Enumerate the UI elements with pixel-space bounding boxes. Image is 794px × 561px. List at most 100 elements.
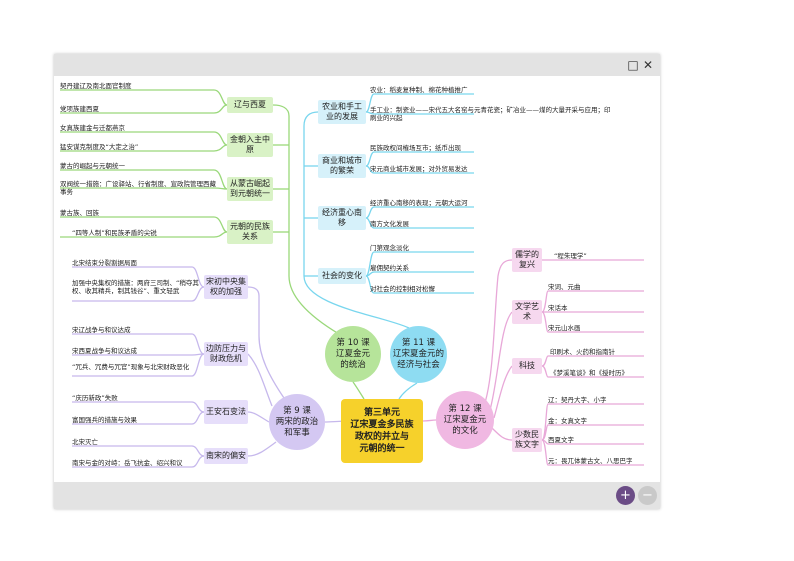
leaf-l11-2-1: 南方文化发展 <box>370 220 409 228</box>
branch-border-finance[interactable]: 边防压力与财政危机 <box>204 342 248 366</box>
link-l9-b1 <box>247 353 273 407</box>
link-l9-leaf-2-0 <box>72 401 205 413</box>
branch-jin[interactable]: 金朝入主中原 <box>227 133 273 157</box>
branch-title: 元朝的民族关系 <box>230 222 270 241</box>
branch-mongol-yuan[interactable]: 从蒙古崛起到元朝统一 <box>227 177 273 201</box>
leaf-l10-2-0: 蒙古的崛起与元朝统一 <box>60 162 125 170</box>
leaf-l9-0-1: 加强中央集权的措施：两府三司制、“稍夺其权、收其精兵，制其钱谷”、重文轻武 <box>72 279 199 295</box>
leaf-l9-2-1: 富国强兵的措施与效果 <box>72 416 137 424</box>
branch-agri-craft[interactable]: 农业和手工业的发展 <box>318 100 366 124</box>
center-topic: 第三单元 辽宋夏金多民族 政权的并立与 元朝的统一 <box>341 399 423 463</box>
link-l11-leaf-3-0 <box>365 251 474 277</box>
lesson-10-number: 第 10 课 <box>336 337 370 348</box>
leaf-l12-1-0: 宋词、元曲 <box>548 283 581 291</box>
lesson-12-title-2: 的文化 <box>452 425 478 436</box>
lesson-11-node[interactable]: 第 11 课辽宋夏金元的经济与社会 <box>390 326 447 383</box>
lesson-12-title-1: 辽宋夏金元 <box>443 414 487 425</box>
viewer-toolbar: □ ✕ <box>54 54 660 76</box>
lesson-10-title-2: 的统治 <box>340 359 366 370</box>
close-icon[interactable]: ✕ <box>642 58 654 72</box>
branch-title: 少数民族文字 <box>515 430 539 449</box>
branch-title: 文学艺术 <box>515 302 539 321</box>
branch-science-tech[interactable]: 科技 <box>512 358 542 374</box>
branch-yuan-ethnic[interactable]: 元朝的民族关系 <box>227 220 273 244</box>
branch-title: 商业和城市的繁荣 <box>322 156 362 175</box>
branch-commerce-city[interactable]: 商业和城市的繁荣 <box>318 154 366 178</box>
lesson-10-node[interactable]: 第 10 课辽夏金元的统治 <box>325 326 381 382</box>
leaf-l11-3-0: 门第观念淡化 <box>370 244 409 252</box>
branch-confucian-revival[interactable]: 儒学的复兴 <box>512 248 542 272</box>
branch-songchu[interactable]: 宋初中央集权的加强 <box>204 275 248 299</box>
branch-title: 儒学的复兴 <box>515 250 539 269</box>
link-l11-leaf-3-1 <box>365 271 474 277</box>
leaf-l11-2-0: 经济重心南移的表现；元朝大运河 <box>370 199 468 207</box>
branch-wang-anshi[interactable]: 王安石变法 <box>204 400 248 424</box>
lesson-9-node[interactable]: 第 9 课两宋的政治和军事 <box>269 394 325 450</box>
center-line-4: 元朝的统一 <box>359 444 405 454</box>
branch-title: 科技 <box>519 361 535 370</box>
lesson-10-title-1: 辽夏金元 <box>335 348 370 359</box>
lesson-11-number: 第 11 课 <box>401 338 436 348</box>
branch-social-change[interactable]: 社会的变化 <box>318 268 366 284</box>
branch-title: 宋初中央集权的加强 <box>206 277 246 296</box>
link-l12-leaf-3-3 <box>541 439 644 466</box>
leaf-l10-3-0: 蒙古族、回族 <box>60 209 99 217</box>
leaf-l11-0-1: 手工业：制瓷业——宋代五大名窑与元青花瓷；矿冶业——煤的大量开采与应用；印刷业的… <box>370 106 611 122</box>
branch-economic-south[interactable]: 经济重心南移 <box>318 206 366 230</box>
branch-title: 从蒙古崛起到元朝统一 <box>230 179 270 198</box>
leaf-l12-1-2: 宋元山水画 <box>548 324 581 332</box>
lesson-11-title-2: 经济与社会 <box>397 360 440 370</box>
branch-title: 经济重心南移 <box>322 208 362 227</box>
link-center-l12 <box>422 419 437 422</box>
branch-title: 王安石变法 <box>206 407 246 416</box>
leaf-l12-3-3: 元：畏兀体蒙古文、八思巴字 <box>548 457 633 465</box>
branch-title: 南宋的偏安 <box>206 451 246 460</box>
link-l10-b0 <box>272 104 340 335</box>
zoom-in-button[interactable]: + <box>616 486 635 505</box>
center-line-3: 政权的并立与 <box>354 432 409 442</box>
link-l12-leaf-3-1 <box>541 424 644 441</box>
leaf-l10-1-1: 猛安谋克制度及“大定之治” <box>60 143 139 151</box>
link-l11-b0 <box>303 111 410 329</box>
link-l12-b0 <box>483 259 513 407</box>
link-l12-leaf-1-0 <box>541 290 644 313</box>
link-l10-leaf-3-0 <box>60 216 228 233</box>
link-l9-b2 <box>247 411 270 423</box>
leaf-l10-2-1: 双阀统一措施：广设驿站、行省制度、宣政院管理西藏事务 <box>60 180 216 196</box>
link-l11-leaf-2-1 <box>365 217 474 229</box>
branch-minority-scripts[interactable]: 少数民族文字 <box>512 428 542 452</box>
link-l9-leaf-1-0 <box>72 333 205 355</box>
link-l10-leaf-0-0 <box>60 89 228 106</box>
lesson-9-number: 第 9 课 <box>283 405 311 416</box>
link-l11-leaf-1-0 <box>365 151 474 167</box>
restore-window-icon[interactable]: □ <box>627 58 639 72</box>
link-l9-leaf-1-2 <box>72 353 205 377</box>
branch-literature-art[interactable]: 文学艺术 <box>512 300 542 324</box>
branch-liao-xixia[interactable]: 辽与西夏 <box>227 97 273 113</box>
link-l12-b3 <box>491 427 513 441</box>
lesson-9-title-1: 两宋的政治 <box>275 416 319 427</box>
leaf-l11-3-1: 雇佣契约关系 <box>370 264 409 272</box>
branch-southern-song[interactable]: 南宋的偏安 <box>204 448 248 464</box>
link-l9-b3 <box>247 441 277 457</box>
link-l11-leaf-1-1 <box>365 165 474 174</box>
leaf-l10-1-0: 女真族建金与迁都燕京 <box>60 124 125 132</box>
viewer-bottom-bar: + − <box>54 482 660 509</box>
leaf-l10-0-1: 党项族建西夏 <box>60 105 99 113</box>
link-center-l11 <box>398 382 418 400</box>
leaf-l11-1-1: 宋元商业城市发展；对外贸易发达 <box>370 165 468 173</box>
leaf-l11-0-0: 农业：稻麦复种制、棉花种植推广 <box>370 86 468 94</box>
branch-title: 社会的变化 <box>322 271 362 280</box>
link-center-l10 <box>352 381 365 400</box>
link-l9-b0 <box>247 286 285 399</box>
lesson-12-node[interactable]: 第 12 课辽宋夏金元的文化 <box>436 391 494 449</box>
branch-title: 辽与西夏 <box>234 100 266 109</box>
zoom-out-button[interactable]: − <box>638 486 657 505</box>
leaf-l12-2-1: 《梦溪笔谈》和《授时历》 <box>550 369 628 377</box>
branch-title: 金朝入主中原 <box>230 135 270 154</box>
leaf-l12-0-0: “程朱理学” <box>554 252 587 260</box>
mindmap-canvas: 第三单元 辽宋夏金多民族 政权的并立与 元朝的统一 第 9 课两宋的政治和军事 … <box>54 76 660 482</box>
leaf-l9-2-0: “庆历新政”失败 <box>72 394 118 402</box>
link-l11-leaf-3-2 <box>365 275 474 294</box>
leaf-l12-3-1: 金：女真文字 <box>548 417 587 425</box>
